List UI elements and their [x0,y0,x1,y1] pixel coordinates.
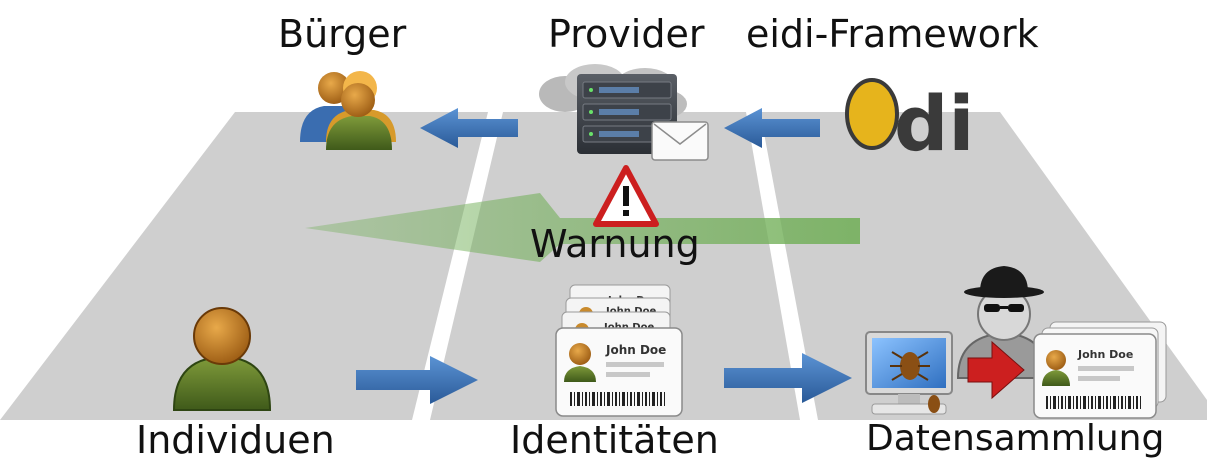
logo-text: di [894,79,974,168]
arrow-identitaeten-to-datensammlung [724,353,852,403]
red-arrow-icon [967,340,1025,400]
card-name-text: John Doe [1077,348,1133,361]
label-buerger: Bürger [278,12,407,56]
label-framework: eidi-Framework [746,12,1039,56]
envelope-icon [651,121,709,161]
label-provider: Provider [548,12,705,56]
people-group-icon [300,71,396,150]
id-card-stack-icon: John Doe John Doe John Doe John Doe [555,284,683,417]
person-icon [172,307,272,411]
arrow-framework-to-provider [724,108,820,148]
lane-left [0,112,488,420]
card-name-text: John Doe [605,343,666,357]
warning-flow-arrow [305,193,860,262]
label-warnung: Warnung [530,222,700,266]
id-card-collection-icon: John Doe [1033,321,1167,419]
label-datensammlung: Datensammlung [866,418,1165,459]
computer-bug-icon [865,331,953,415]
lane-middle [430,112,800,420]
label-individuen: Individuen [136,418,335,462]
arrow-provider-to-buerger [420,108,518,148]
warning-icon [593,165,659,227]
label-identitaeten: Identitäten [510,418,719,462]
egg-logo-icon: di [845,78,974,168]
arrow-individuen-to-identitaeten [356,356,478,404]
